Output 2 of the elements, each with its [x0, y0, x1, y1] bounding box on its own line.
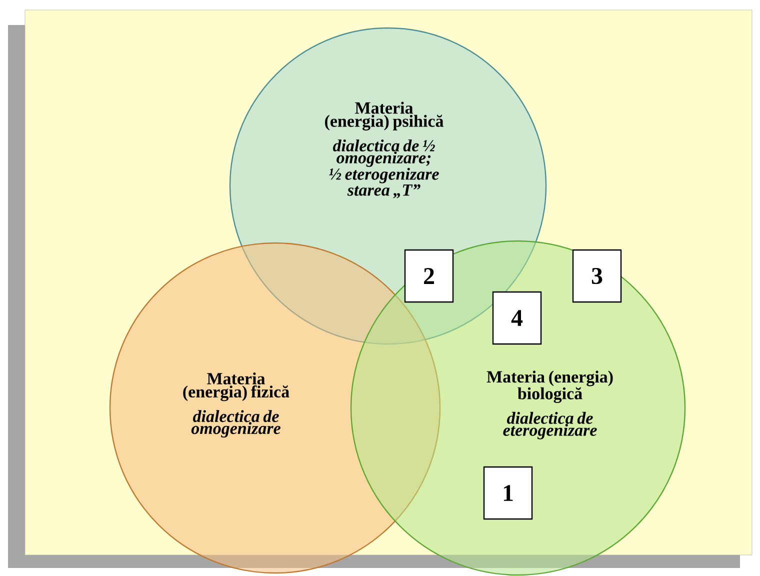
number-box: 1: [483, 466, 533, 520]
number-box: 2: [404, 249, 454, 303]
